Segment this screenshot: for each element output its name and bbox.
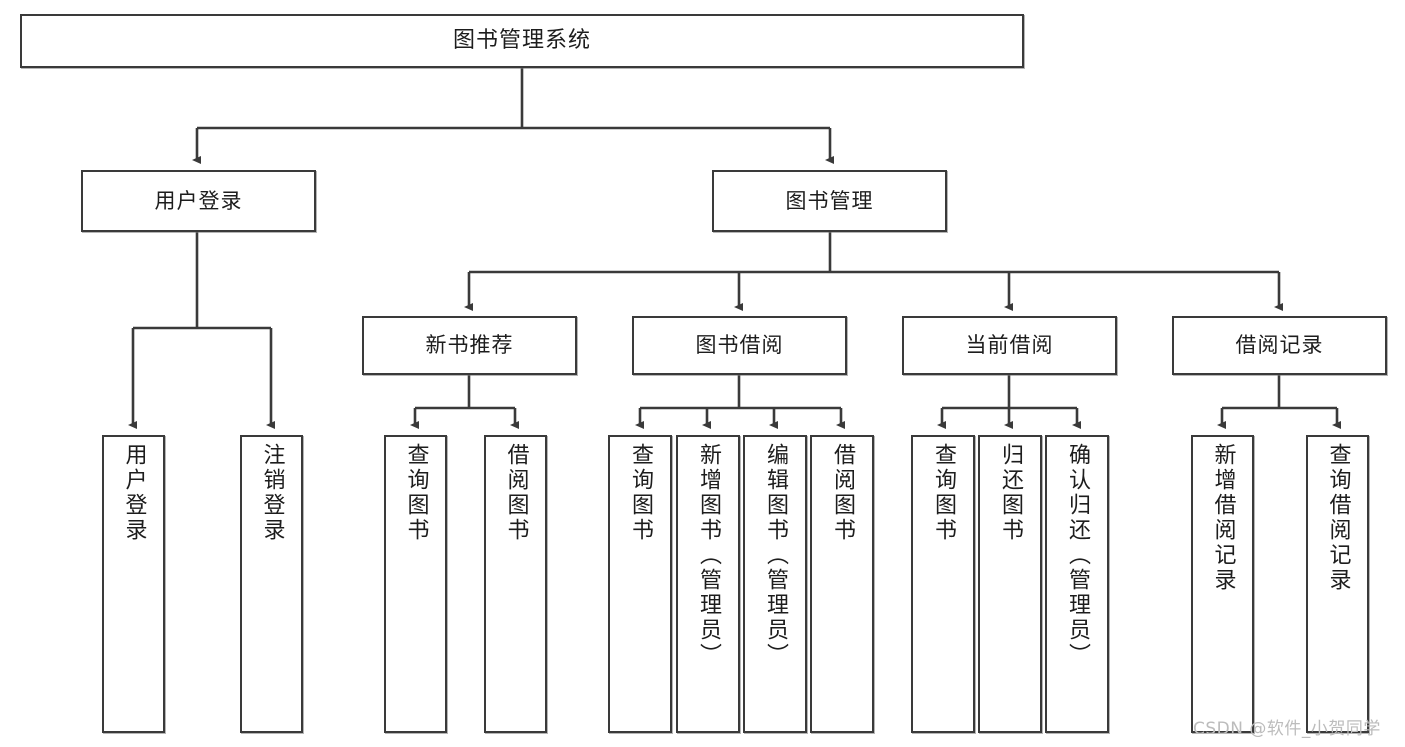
- leaf-borrow-book-recommend[interactable]: 借阅图书: [484, 435, 547, 733]
- csdn-watermark: CSDN @软件_小贺同学: [1193, 719, 1381, 739]
- node-label: 新增图书（管理员）: [695, 443, 721, 668]
- leaf-add-book-admin[interactable]: 新增图书（管理员）: [676, 435, 740, 733]
- node-label: 确认归还（管理员）: [1064, 443, 1090, 668]
- node-label: 查询图书: [403, 443, 429, 543]
- node-new-book-recommend[interactable]: 新书推荐: [362, 316, 577, 375]
- node-label: 归还图书: [997, 443, 1023, 543]
- node-label: 用户登录: [121, 443, 147, 543]
- node-label: 用户登录: [154, 188, 243, 213]
- node-label: 注销登录: [259, 443, 285, 543]
- leaf-user-login[interactable]: 用户登录: [102, 435, 165, 733]
- leaf-query-borrow-record[interactable]: 查询借阅记录: [1306, 435, 1369, 733]
- node-label: 借阅图书: [829, 443, 855, 543]
- node-label: 图书借阅: [695, 333, 784, 358]
- node-root-book-management-system[interactable]: 图书管理系统: [20, 14, 1024, 68]
- node-label: 新增借阅记录: [1210, 443, 1236, 593]
- node-borrow-record[interactable]: 借阅记录: [1172, 316, 1387, 375]
- node-book-borrow[interactable]: 图书借阅: [632, 316, 847, 375]
- node-label: 查询借阅记录: [1325, 443, 1351, 593]
- node-label: 图书管理: [785, 188, 874, 213]
- node-label: 查询图书: [930, 443, 956, 543]
- leaf-return-book[interactable]: 归还图书: [978, 435, 1042, 733]
- leaf-add-borrow-record[interactable]: 新增借阅记录: [1191, 435, 1254, 733]
- node-label: 新书推荐: [425, 333, 514, 358]
- leaf-edit-book-admin[interactable]: 编辑图书（管理员）: [743, 435, 807, 733]
- leaf-query-book-current[interactable]: 查询图书: [911, 435, 975, 733]
- node-current-borrow[interactable]: 当前借阅: [902, 316, 1117, 375]
- leaf-query-book-borrow[interactable]: 查询图书: [608, 435, 672, 733]
- node-user-login[interactable]: 用户登录: [81, 170, 316, 232]
- node-label: 借阅记录: [1235, 333, 1324, 358]
- node-book-management[interactable]: 图书管理: [712, 170, 947, 232]
- node-label: 借阅图书: [503, 443, 529, 543]
- node-label: 查询图书: [627, 443, 653, 543]
- node-label: 当前借阅: [965, 333, 1054, 358]
- leaf-confirm-return-admin[interactable]: 确认归还（管理员）: [1045, 435, 1109, 733]
- node-label: 图书管理系统: [452, 28, 591, 54]
- node-label: 编辑图书（管理员）: [762, 443, 788, 668]
- leaf-user-logout[interactable]: 注销登录: [240, 435, 303, 733]
- leaf-borrow-book[interactable]: 借阅图书: [810, 435, 874, 733]
- leaf-query-book-recommend[interactable]: 查询图书: [384, 435, 447, 733]
